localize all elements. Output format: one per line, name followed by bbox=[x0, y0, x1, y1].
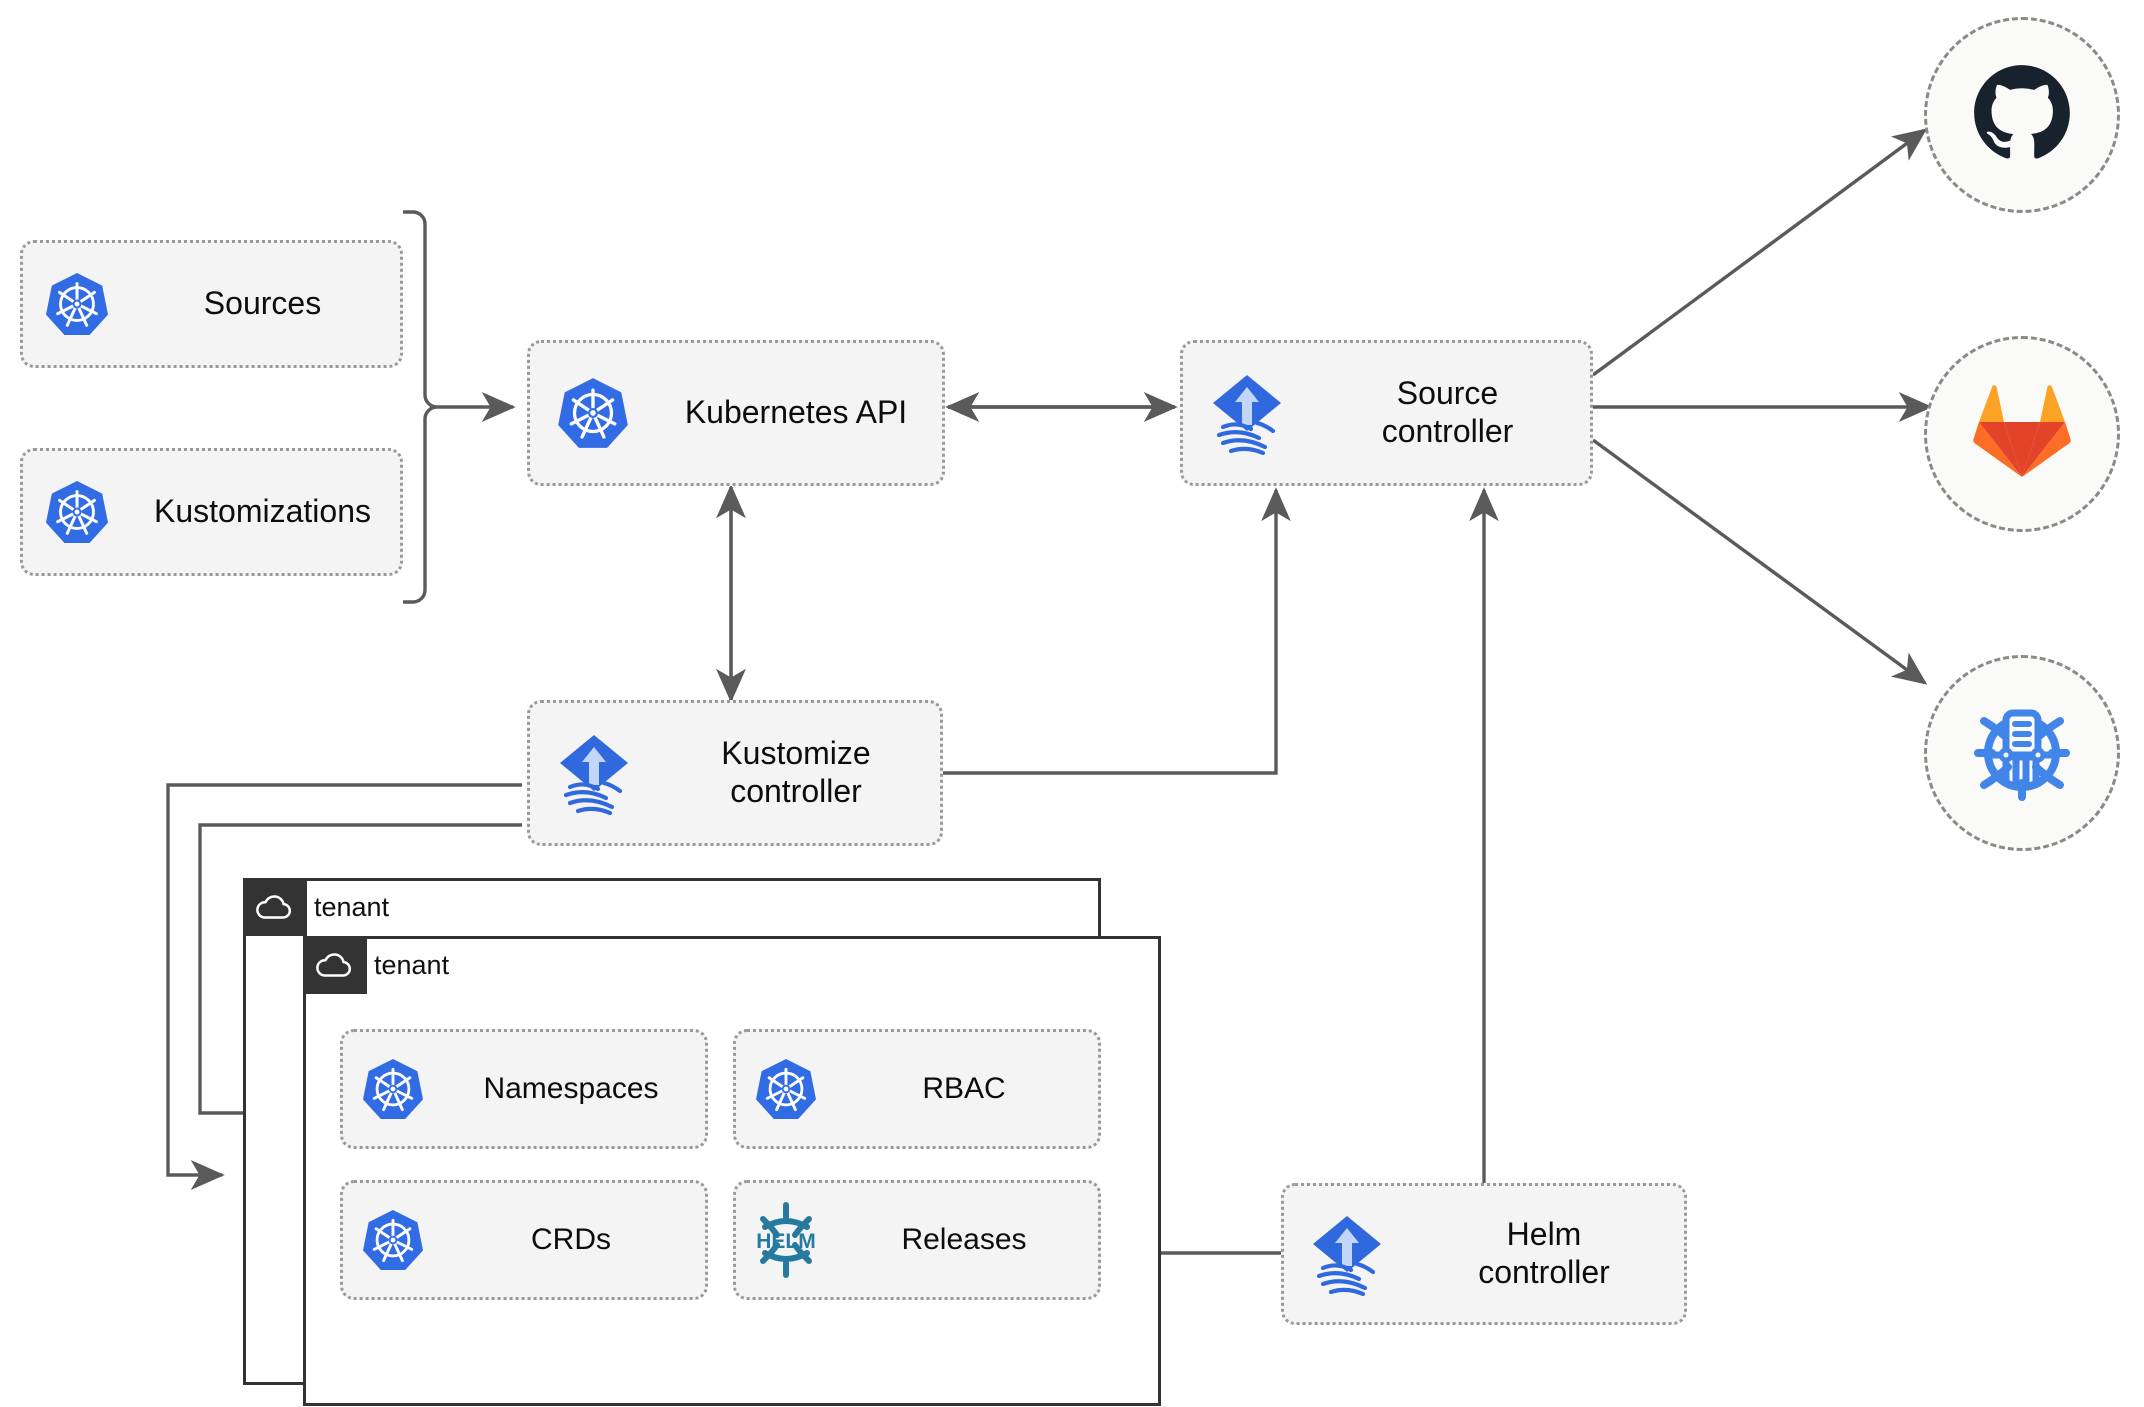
node-label: Releases bbox=[901, 1223, 1027, 1257]
cloud-icon bbox=[243, 878, 307, 936]
kubernetes-icon bbox=[343, 1057, 443, 1121]
provider-github[interactable] bbox=[1924, 17, 2120, 213]
helm-repository-icon bbox=[1968, 697, 2076, 810]
node-label: Kubernetes API bbox=[684, 394, 908, 431]
kubernetes-icon bbox=[23, 271, 131, 337]
flux-icon bbox=[1284, 1212, 1410, 1296]
node-label: Kustomizations bbox=[154, 493, 371, 530]
provider-gitlab[interactable] bbox=[1924, 336, 2120, 532]
node-label: Kustomize controller bbox=[721, 735, 871, 809]
flux-icon bbox=[1183, 371, 1311, 455]
gitlab-icon bbox=[1970, 382, 2074, 487]
provider-helm-repository[interactable] bbox=[1924, 655, 2120, 851]
kubernetes-icon bbox=[23, 479, 131, 545]
node-label: Helm controller bbox=[1478, 1216, 1610, 1290]
node-helm-controller[interactable]: Helm controller bbox=[1281, 1183, 1687, 1325]
flux-icon bbox=[530, 731, 658, 815]
node-kustomizations[interactable]: Kustomizations bbox=[20, 448, 403, 576]
node-sources[interactable]: Sources bbox=[20, 240, 403, 368]
svg-text:HELM: HELM bbox=[756, 1230, 816, 1253]
node-source-controller[interactable]: Source controller bbox=[1180, 340, 1593, 486]
node-label: Source controller bbox=[1381, 375, 1514, 449]
helm-icon: HELM bbox=[736, 1201, 836, 1279]
tenant-inner[interactable]: tenant bbox=[303, 936, 1161, 1406]
tenant-label: tenant bbox=[314, 891, 390, 922]
node-kustomize-controller[interactable]: Kustomize controller bbox=[527, 700, 943, 846]
node-crds[interactable]: CRDs bbox=[340, 1180, 708, 1300]
node-label: Sources bbox=[203, 285, 322, 322]
kubernetes-icon bbox=[530, 376, 656, 450]
node-label: RBAC bbox=[922, 1072, 1006, 1106]
tenant-label: tenant bbox=[374, 949, 450, 980]
node-label: Namespaces bbox=[483, 1072, 659, 1106]
kubernetes-icon bbox=[343, 1208, 443, 1272]
node-namespaces[interactable]: Namespaces bbox=[340, 1029, 708, 1149]
kubernetes-icon bbox=[736, 1057, 836, 1121]
node-kubernetes-api[interactable]: Kubernetes API bbox=[527, 340, 945, 486]
github-icon bbox=[1970, 61, 2074, 170]
node-rbac[interactable]: RBAC bbox=[733, 1029, 1101, 1149]
cloud-icon bbox=[303, 936, 367, 994]
node-releases[interactable]: HELM Releases bbox=[733, 1180, 1101, 1300]
node-label: CRDs bbox=[531, 1223, 611, 1257]
